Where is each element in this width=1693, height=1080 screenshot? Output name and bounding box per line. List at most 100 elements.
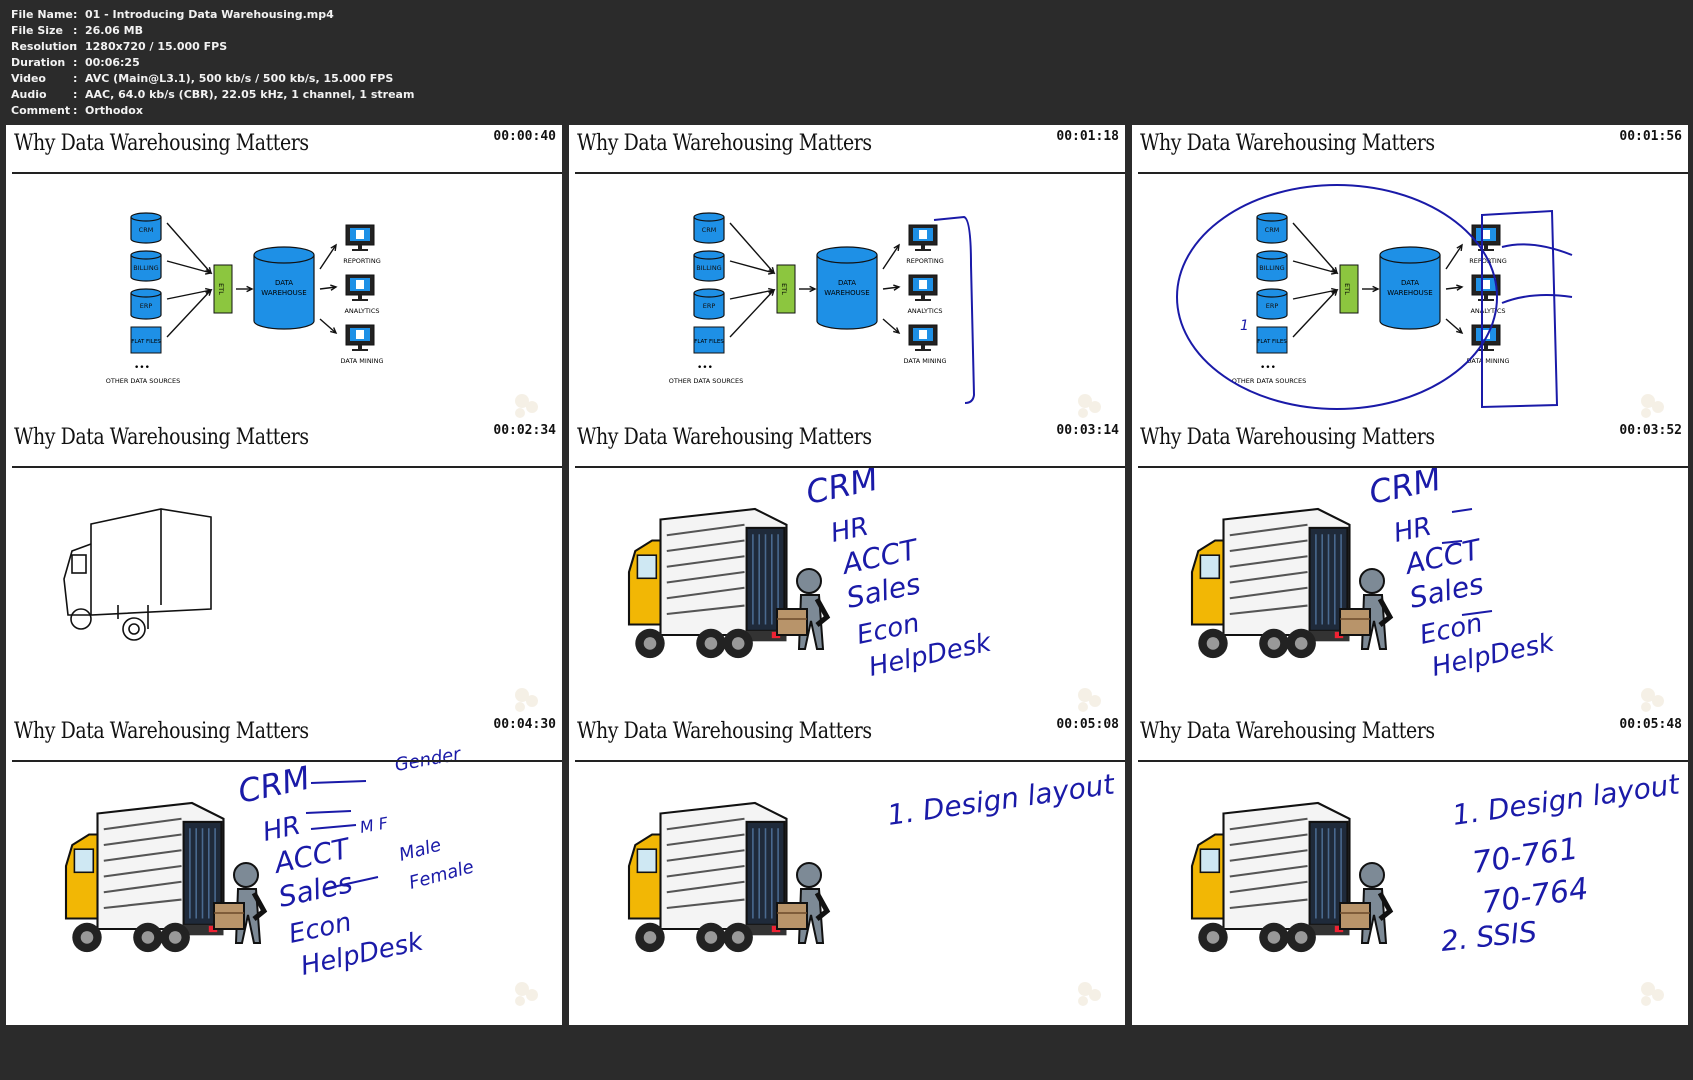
svg-text:BILLING: BILLING [696,264,721,272]
output-label: ANALYTICS [907,307,942,315]
info-row: Comment:Orthodox [11,103,414,119]
timestamp: 00:00:40 [493,129,556,144]
info-value: Orthodox [85,103,143,119]
truck-illustration [66,803,224,952]
output-label: REPORTING [343,257,381,265]
title-divider [12,172,562,174]
svg-text:FLAT FILES: FLAT FILES [694,339,724,345]
source-db-0: CRM [694,213,724,243]
svg-text:ETL: ETL [780,283,788,295]
info-row: Video:AVC (Main@L3.1), 500 kb/s / 500 kb… [11,71,414,87]
title-divider [575,760,1125,762]
thumbnail-grid: CRM BILLING ERP FLAT FILES ••• OTHER DATA … [6,125,1687,1075]
timestamp: 00:05:08 [1056,717,1119,732]
info-row: Duration:00:06:25 [11,55,414,71]
slide-title: Why Data Warehousing Matters [1140,719,1435,744]
handwritten-exam2: 70-764 [1480,871,1590,920]
info-label: Duration [11,55,73,71]
output-monitor-icon [346,275,374,301]
info-label: Video [11,71,73,87]
timestamp: 00:04:30 [493,717,556,732]
source-db-1: BILLING [131,251,161,281]
svg-text:WAREHOUSE: WAREHOUSE [261,289,306,297]
svg-text:DATA: DATA [1401,279,1419,287]
video-thumbnail[interactable]: CRM BILLING ERP FLAT FILES ••• OTHER DATA … [6,125,562,437]
svg-text:CRM: CRM [1265,226,1280,234]
etl-diagram: CRM BILLING ERP FLAT FILES ••• OTHER DATA … [106,213,384,385]
other-sources-dots: ••• [1260,363,1276,373]
timestamp: 00:03:52 [1619,423,1682,438]
info-value: 26.06 MB [85,23,143,39]
source-db-2: ERP [131,289,161,319]
output-label: DATA MINING [340,357,383,365]
timestamp: 00:01:56 [1619,129,1682,144]
flat-files-icon: FLAT FILES [1257,327,1287,353]
timestamp: 00:03:14 [1056,423,1119,438]
output-monitor-icon [1472,225,1500,251]
data-warehouse-db: DATA WAREHOUSE [817,247,877,329]
channel-logo-icon [1078,688,1101,712]
svg-text:DATA: DATA [838,279,856,287]
svg-text:WAREHOUSE: WAREHOUSE [1387,289,1432,297]
data-warehouse-db: DATA WAREHOUSE [1380,247,1440,329]
video-thumbnail[interactable]: CRM BILLING ERP FLAT FILES ••• OTHER DATA … [1132,125,1688,437]
title-divider [1138,466,1688,468]
truck-illustration [629,803,787,952]
info-value: 00:06:25 [85,55,140,71]
video-thumbnail[interactable]: CRM BILLING ERP FLAT FILES•••OTHER DATA … [569,125,1125,437]
channel-logo-icon [515,394,538,418]
info-value: 01 - Introducing Data Warehousing.mp4 [85,7,334,23]
svg-text:BILLING: BILLING [133,264,158,272]
svg-text:FLAT FILES: FLAT FILES [1257,339,1287,345]
channel-logo-icon [1641,394,1664,418]
etl-diagram: CRM BILLING ERP FLAT FILES•••OTHER DATA … [669,213,947,385]
etl-box: ETL [214,265,232,313]
truck-illustration [629,509,787,658]
svg-text:BILLING: BILLING [1259,264,1284,272]
slide-title: Why Data Warehousing Matters [577,425,872,450]
output-monitor-icon [346,325,374,351]
other-sources-label: OTHER DATA SOURCES [106,377,180,385]
other-sources-label: OTHER DATA SOURCES [1232,377,1306,385]
slide-title: Why Data Warehousing Matters [1140,425,1435,450]
channel-logo-icon [515,982,538,1006]
data-warehouse-db: DATA WAREHOUSE [254,247,314,329]
handwritten-design: 1. Design layout [885,767,1117,832]
output-monitor-icon [909,275,937,301]
slide-title: Why Data Warehousing Matters [14,719,309,744]
handwritten-exam1: 70-761 [1470,831,1580,880]
source-db-1: BILLING [694,251,724,281]
etl-box: ETL [1340,265,1358,313]
output-monitor-icon [346,225,374,251]
channel-logo-icon [1641,982,1664,1006]
channel-logo-icon [1078,982,1101,1006]
svg-text:ETL: ETL [1343,283,1351,295]
svg-text:CRM: CRM [139,226,154,234]
info-label: File Size [11,23,73,39]
etl-box: ETL [777,265,795,313]
channel-logo-icon [1641,688,1664,712]
video-thumbnail[interactable]: 1. Design layout Why Data Warehousing Ma… [569,713,1125,1025]
title-divider [1138,172,1688,174]
video-thumbnail[interactable]: Why Data Warehousing Matters 00:02:34 [6,419,562,731]
svg-text:DATA: DATA [275,279,293,287]
truck-sketch [64,509,211,640]
svg-text:ERP: ERP [1266,302,1279,310]
info-row: Audio:AAC, 64.0 kb/s (CBR), 22.05 kHz, 1… [11,87,414,103]
info-label: Resolution [11,39,73,55]
channel-logo-icon [515,688,538,712]
svg-text:FLAT FILES: FLAT FILES [131,339,161,345]
output-label: DATA MINING [1466,357,1509,365]
svg-text:ERP: ERP [703,302,716,310]
other-sources-dots: ••• [697,363,713,373]
ink-mark: 1 [1240,318,1249,334]
etl-diagram: CRM BILLING ERP FLAT FILES ••• OTHER DATA … [1232,213,1510,385]
svg-text:ERP: ERP [140,302,153,310]
source-db-2: ERP [1257,289,1287,319]
other-sources-dots: ••• [134,363,150,373]
truck-illustration [1192,803,1350,952]
